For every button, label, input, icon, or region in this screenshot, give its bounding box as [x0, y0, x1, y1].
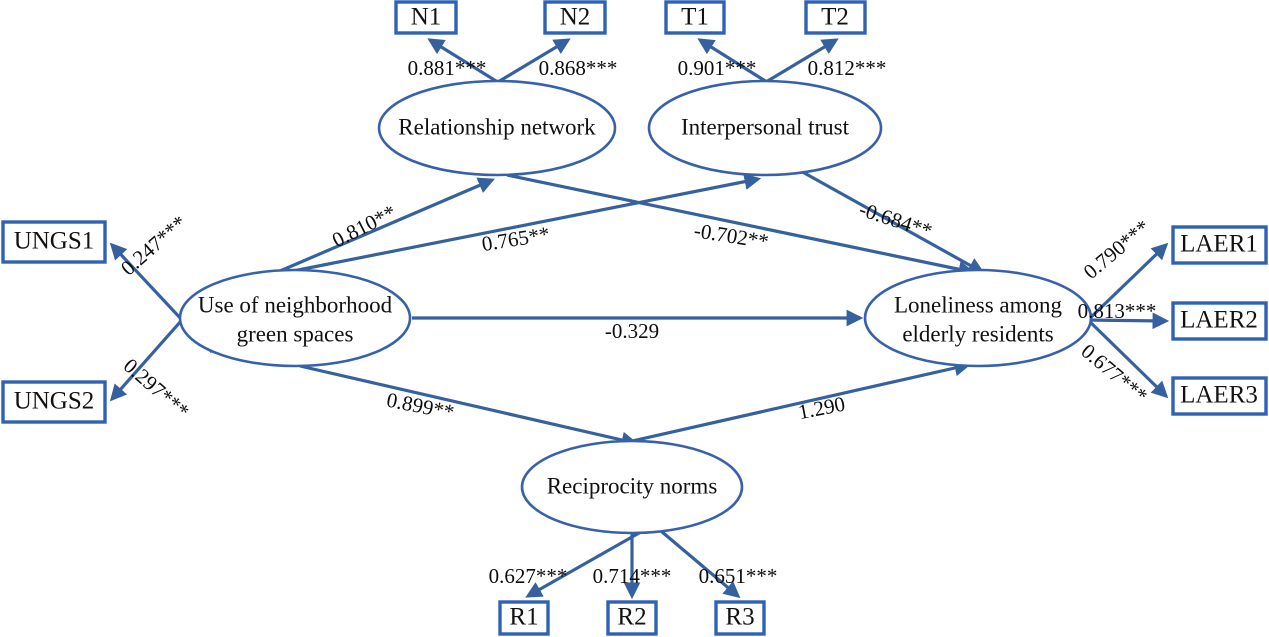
- latent-label-laer-line1: Loneliness among: [894, 292, 1062, 317]
- observed-node-ungs2[interactable]: UNGS2: [1, 380, 107, 424]
- box-shape: [714, 600, 766, 636]
- edge-label-rec-r2: 0.714***: [593, 564, 672, 588]
- observed-node-r2[interactable]: R2: [606, 600, 658, 636]
- box-shape: [1, 380, 107, 424]
- path-line-rec-to-laer: [627, 359, 972, 444]
- observed-node-r1[interactable]: R1: [498, 600, 550, 636]
- path-line-laer-laer1: [1084, 242, 1169, 324]
- edge-label-rn-n2: 0.868***: [539, 56, 618, 80]
- latent-node-laer[interactable]: Loneliness among elderly residents: [863, 268, 1093, 368]
- edge-label-it-t2: 0.812***: [808, 56, 887, 80]
- observed-label-n2: N2: [560, 4, 591, 31]
- box-shape: [664, 0, 726, 35]
- edge-label-laer-laer2: 0.813***: [1078, 299, 1157, 323]
- latent-label-reciprocity-norms: Reciprocity norms: [547, 473, 718, 498]
- latent-label-ungs-line1: Use of neighborhood: [198, 292, 393, 317]
- edge-label-rec-r3: 0.651***: [699, 564, 778, 588]
- observed-label-n1: N1: [411, 4, 442, 31]
- latent-node-relationship-network[interactable]: Relationship network: [377, 79, 617, 177]
- observed-label-r2: R2: [617, 604, 646, 631]
- path-line-laer-laer2: [1085, 312, 1170, 330]
- box-shape: [606, 600, 658, 636]
- observed-label-t2: T2: [821, 4, 849, 31]
- observed-label-ungs2: UNGS2: [14, 388, 95, 415]
- ellipse-shape: [178, 268, 412, 368]
- observed-node-t1[interactable]: T1: [664, 0, 726, 35]
- box-shape: [804, 0, 867, 35]
- path-line-rn-to-laer: [506, 173, 976, 278]
- box-shape: [1171, 301, 1268, 341]
- latent-label-interpersonal-trust: Interpersonal trust: [681, 114, 850, 139]
- ellipse-shape: [377, 79, 617, 177]
- observed-label-laer3: LAER3: [1180, 382, 1258, 409]
- observed-node-t2[interactable]: T2: [804, 0, 867, 35]
- path-line-rec-r3: [653, 524, 741, 599]
- box-shape: [1, 220, 107, 264]
- edge-label-ungs-to-it: 0.765**: [480, 222, 551, 256]
- ellipse-shape: [863, 268, 1093, 368]
- observed-node-laer1[interactable]: LAER1: [1171, 225, 1268, 265]
- ellipse-shape: [520, 439, 744, 535]
- edge-label-rec-r1: 0.627***: [489, 564, 568, 588]
- edge-label-rn-n1: 0.881***: [408, 56, 487, 80]
- latent-node-reciprocity-norms[interactable]: Reciprocity norms: [520, 439, 744, 535]
- box-shape: [394, 0, 458, 35]
- observed-label-laer2: LAER2: [1180, 307, 1258, 334]
- box-shape: [498, 600, 550, 636]
- latent-label-ungs-line2: green spaces: [237, 321, 354, 346]
- observed-node-n1[interactable]: N1: [394, 0, 458, 35]
- path-line-ungs-to-it: [287, 173, 762, 274]
- edge-label-ungs-ungs1: 0.247***: [116, 210, 191, 280]
- edge-label-ungs-to-rn: 0.810**: [328, 200, 400, 252]
- edge-label-ungs-to-laer: -0.329: [605, 319, 659, 343]
- box-shape: [543, 0, 607, 35]
- edge-label-it-to-laer: -0.684**: [856, 197, 935, 243]
- box-shape: [1171, 376, 1268, 416]
- edge-label-it-t1: 0.901***: [678, 56, 757, 80]
- path-line-laer-laer3: [1084, 316, 1169, 399]
- observed-node-n2[interactable]: N2: [543, 0, 607, 35]
- latent-node-interpersonal-trust[interactable]: Interpersonal trust: [647, 79, 883, 177]
- observed-node-laer3[interactable]: LAER3: [1171, 376, 1268, 416]
- ellipse-shape: [647, 79, 883, 177]
- observed-label-t1: T1: [681, 4, 709, 31]
- observed-label-r1: R1: [509, 604, 538, 631]
- latent-label-relationship-network: Relationship network: [398, 114, 596, 139]
- path-line-ungs-to-rn: [279, 177, 495, 273]
- box-shape: [1171, 225, 1268, 265]
- observed-node-ungs1[interactable]: UNGS1: [1, 220, 107, 264]
- latent-label-laer-line2: elderly residents: [902, 321, 1053, 346]
- edge-label-ungs-to-rec: 0.899**: [385, 388, 457, 425]
- observed-node-r3[interactable]: R3: [714, 600, 766, 636]
- edge-label-laer-laer1: 0.790***: [1079, 215, 1155, 284]
- latent-node-ungs[interactable]: Use of neighborhood green spaces: [178, 268, 412, 368]
- observed-label-laer1: LAER1: [1180, 231, 1258, 258]
- observed-label-r3: R3: [725, 604, 754, 631]
- path-line-ungs-to-rec: [299, 364, 639, 449]
- edge-label-rn-to-laer: -0.702**: [692, 218, 770, 253]
- observed-node-laer2[interactable]: LAER2: [1171, 301, 1268, 341]
- path-line-it-to-laer: [789, 163, 985, 274]
- path-line-rec-r1: [525, 527, 647, 598]
- edge-label-ungs-ungs2: 0.297***: [119, 353, 194, 423]
- edge-label-rec-to-laer: 1.290: [796, 392, 847, 425]
- observed-label-ungs1: UNGS1: [14, 228, 95, 255]
